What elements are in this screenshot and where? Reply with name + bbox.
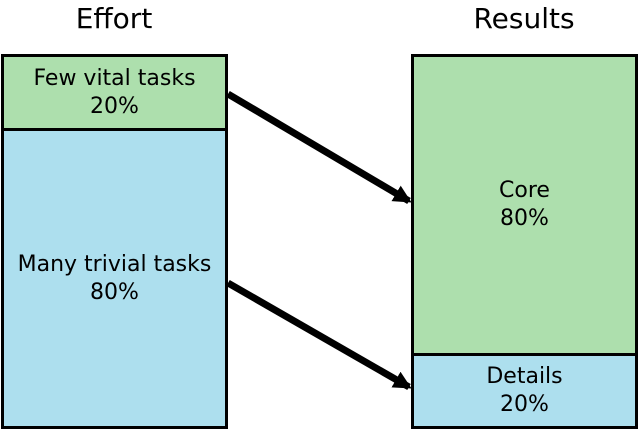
results-heading: Results <box>473 2 575 35</box>
details-label: Details <box>486 364 563 389</box>
core-percent: 80% <box>500 206 549 231</box>
details-block: Details 20% <box>411 353 638 429</box>
few-vital-tasks-percent: 20% <box>90 93 139 119</box>
details-percent: 20% <box>500 392 549 417</box>
arrow-trivial-to-details <box>226 279 412 391</box>
many-trivial-tasks-block: Many trivial tasks 80% <box>1 128 228 429</box>
many-trivial-tasks-percent: 80% <box>90 279 139 305</box>
effort-heading: Effort <box>75 2 153 35</box>
arrow-vital-to-core <box>226 90 412 205</box>
few-vital-tasks-block: Few vital tasks 20% <box>1 54 228 131</box>
few-vital-tasks-label: Few vital tasks <box>33 65 196 91</box>
many-trivial-tasks-label: Many trivial tasks <box>17 251 212 277</box>
core-label: Core <box>499 178 550 203</box>
